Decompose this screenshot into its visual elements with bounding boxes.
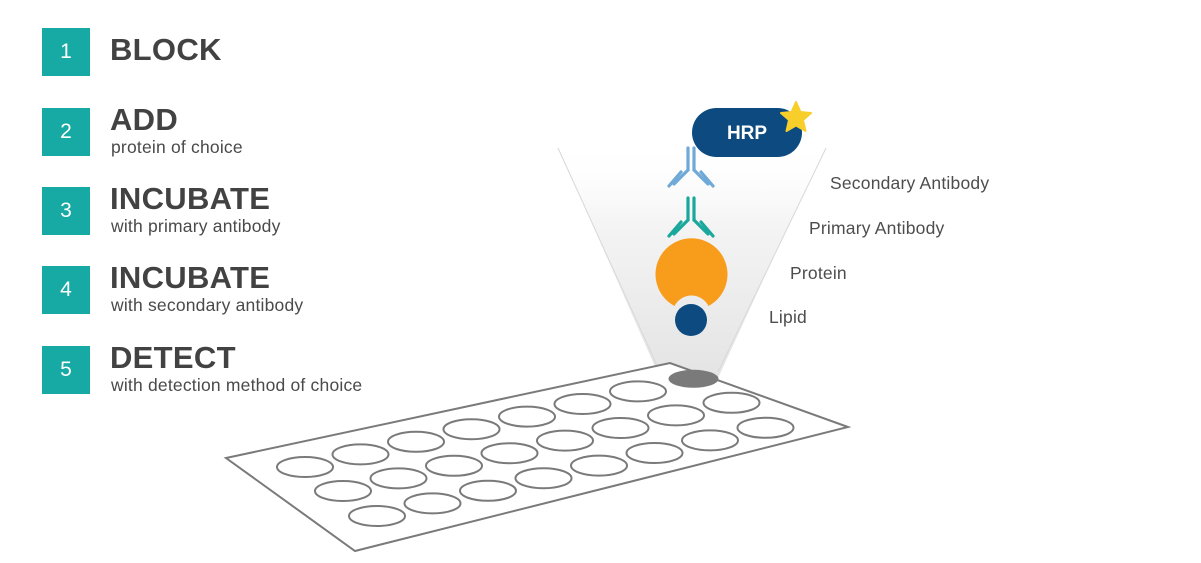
highlighted-well — [668, 369, 719, 388]
well — [276, 456, 334, 478]
microplate — [223, 361, 852, 553]
beam-edge-left — [557, 147, 661, 373]
primary-antibody-icon — [667, 196, 715, 238]
secondary-antibody-icon — [667, 146, 715, 188]
well — [480, 442, 539, 465]
hrp-label: HRP — [727, 123, 767, 144]
beam-edge-right — [717, 147, 827, 373]
well — [591, 417, 650, 439]
well — [403, 492, 462, 515]
step-title: BLOCK — [110, 32, 222, 67]
lipid-icon — [675, 304, 707, 336]
well — [736, 416, 795, 439]
step-subtitle: with primary antibody — [111, 216, 281, 236]
step-number-badge: 3 — [42, 187, 90, 235]
well — [570, 454, 628, 477]
label-lipid: Lipid — [769, 307, 807, 327]
well — [459, 479, 517, 502]
well — [442, 418, 501, 441]
label-secondary-antibody: Secondary Antibody — [830, 173, 990, 193]
label-protein: Protein — [790, 263, 847, 283]
well — [387, 430, 445, 453]
star-icon — [780, 101, 812, 132]
well — [536, 429, 594, 452]
well — [498, 405, 556, 428]
step-subtitle: with secondary antibody — [111, 295, 304, 315]
step-number-badge: 4 — [42, 266, 90, 314]
hrp-enzyme — [692, 108, 802, 157]
step-4: 4 INCUBATE with secondary antibody — [42, 260, 462, 316]
well — [625, 442, 684, 464]
well — [425, 454, 483, 477]
step-2: 2 ADD protein of choice — [42, 102, 462, 158]
step-title: DETECT — [110, 340, 236, 375]
well — [514, 467, 573, 490]
step-5: 5 DETECT with detection method of choice — [42, 340, 462, 396]
step-number-badge: 2 — [42, 108, 90, 156]
step-subtitle: protein of choice — [111, 137, 243, 157]
well — [348, 505, 406, 527]
step-1: 1 BLOCK — [42, 28, 462, 78]
well — [369, 467, 428, 490]
label-primary-antibody: Primary Antibody — [809, 218, 945, 238]
step-title: INCUBATE — [110, 260, 271, 295]
well — [553, 393, 612, 415]
well — [647, 404, 705, 427]
well — [331, 443, 390, 466]
step-title: INCUBATE — [110, 181, 271, 216]
step-3: 3 INCUBATE with primary antibody — [42, 181, 462, 237]
step-number-badge: 1 — [42, 28, 90, 76]
well — [702, 391, 761, 414]
step-title: ADD — [110, 102, 179, 137]
well — [314, 480, 372, 502]
step-subtitle: with detection method of choice — [111, 375, 363, 395]
step-number-badge: 5 — [42, 346, 90, 394]
well-grid — [276, 369, 795, 527]
well — [681, 429, 739, 452]
protein-icon — [655, 238, 728, 306]
well — [609, 380, 667, 403]
